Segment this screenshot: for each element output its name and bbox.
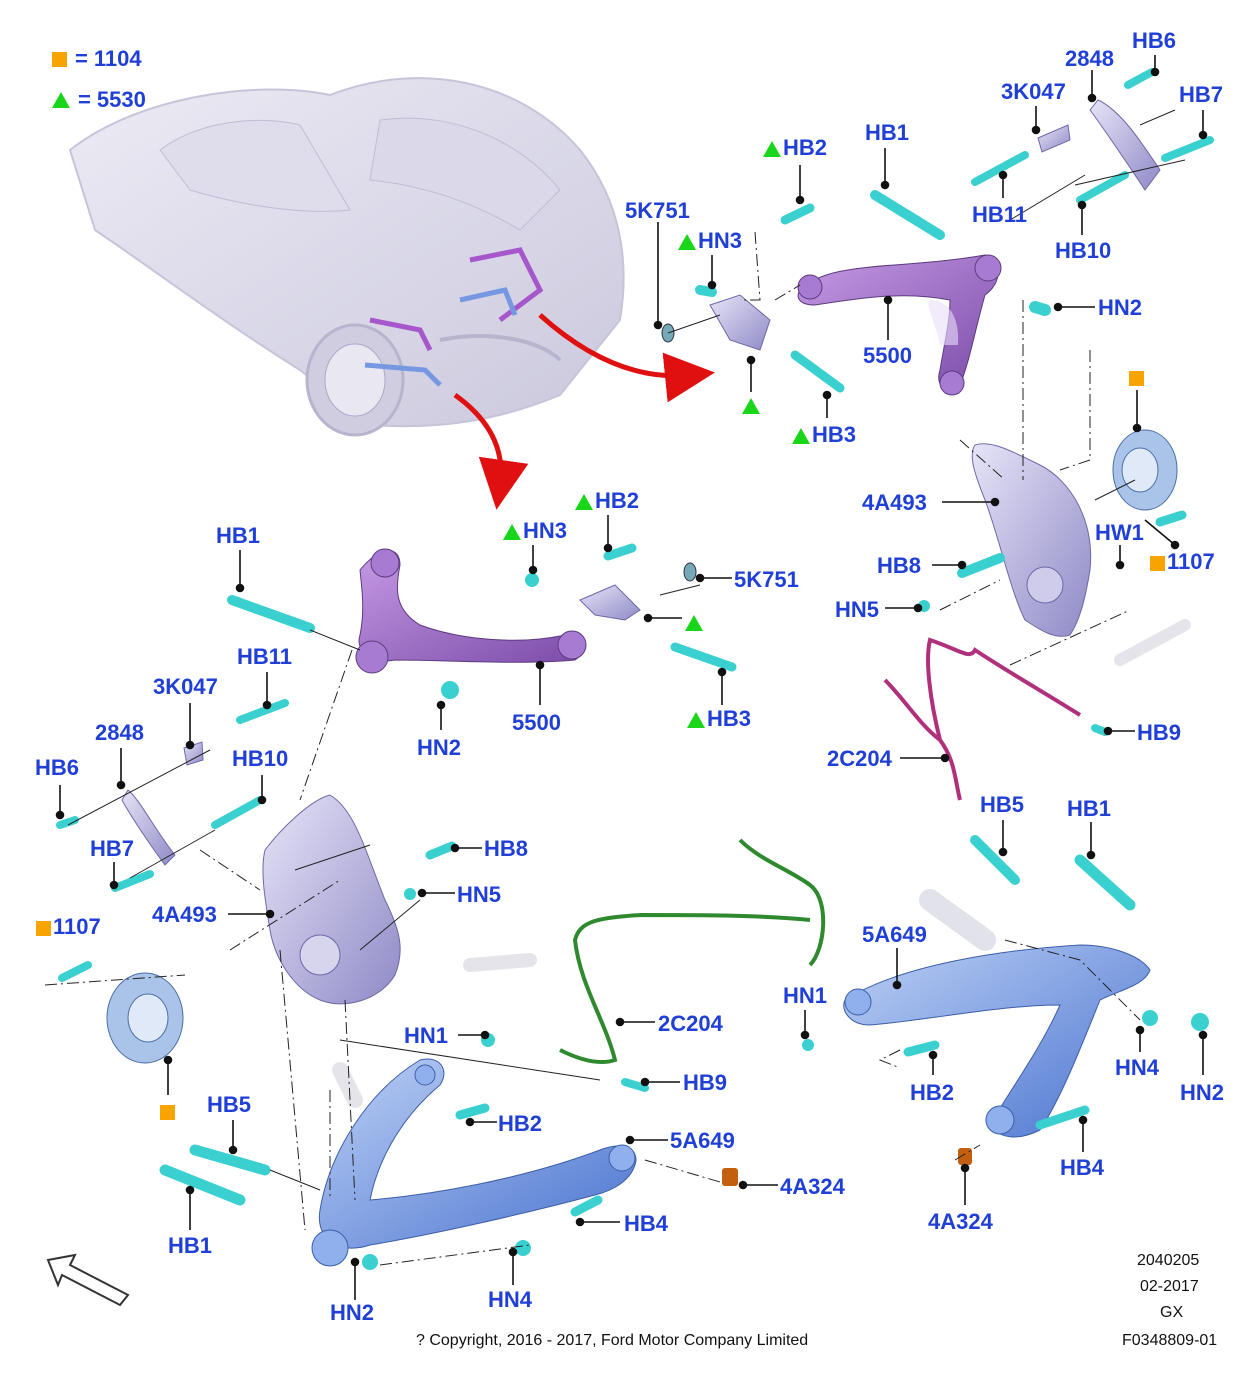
callout-hb2-upper-right: HB2 (763, 137, 827, 159)
callout-5a649-left: 5A649 (670, 1128, 735, 1153)
hub-right (1112, 429, 1178, 511)
knuckle-left (262, 794, 401, 1005)
green-triangle-icon (503, 524, 521, 540)
callout-hn4-lower-right: HN4 (1115, 1055, 1160, 1080)
callout-5k751-left-upper: 5K751 (734, 567, 799, 592)
callout-hb10-upper-right: HB10 (1055, 238, 1112, 263)
callout-hb2-left: HB2 (498, 1111, 543, 1136)
callout-hb3-left-upper: HB3 (687, 708, 751, 730)
callout-hb2-left-upper: HB2 (575, 490, 639, 512)
callout-hb9-right: HB9 (1137, 720, 1182, 745)
legend-equals: = (78, 87, 91, 112)
callout-hb10-left-upper: HB10 (232, 746, 289, 771)
callout-hb1-left-upper: HB1 (216, 523, 261, 548)
green-triangle-marker (742, 394, 762, 416)
upper-arm-left (355, 548, 587, 674)
green-triangle-icon (685, 615, 703, 631)
callout-hn3-left-upper: HN3 (503, 520, 567, 542)
bracket-upper-right (661, 294, 771, 351)
callout-hn3-upper-right: HN3 (678, 230, 742, 252)
orange-square-marker-left (160, 1100, 177, 1122)
green-triangle-marker-left (685, 611, 705, 633)
green-triangle-icon (792, 428, 810, 444)
legend-triangle-row: = 5530 (52, 87, 146, 113)
callout-hn4-left: HN4 (488, 1287, 533, 1312)
car-illustration (68, 77, 625, 437)
callout-hb1-lower-right: HB1 (1067, 796, 1112, 821)
figure-code: 2040205 (1137, 1252, 1200, 1269)
callout-5k751-upper-right: 5K751 (625, 198, 690, 223)
callout-1107-right: 1107 (1150, 551, 1215, 573)
callout-hb2-lower-right: HB2 (910, 1080, 955, 1105)
figure-date: 02-2017 (1140, 1278, 1199, 1295)
callout-hb4-left: HB4 (624, 1211, 669, 1236)
callout-4a324-left: 4A324 (780, 1174, 845, 1199)
callout-hb6-left-upper: HB6 (35, 755, 80, 780)
callout-hn2-left-upper: HN2 (417, 735, 462, 760)
callout-hn5-right: HN5 (835, 597, 880, 622)
lower-arm-right (843, 889, 1151, 1138)
callout-hn1-left: HN1 (404, 1023, 449, 1048)
callout-2848-upper-right: 2848 (1065, 46, 1114, 71)
callout-hb5-lower-right: HB5 (980, 792, 1025, 817)
figure-reference: F0348809-01 (1122, 1332, 1218, 1349)
callout-hw1-right: HW1 (1095, 520, 1144, 545)
callout-hn2-left: HN2 (330, 1300, 375, 1325)
callout-2c204-left: 2C204 (658, 1011, 723, 1036)
legend-square-value: 1104 (93, 46, 142, 71)
figure-gx: GX (1160, 1304, 1184, 1321)
callout-5500-upper-right: 5500 (863, 343, 912, 368)
callout-hb8-right: HB8 (877, 553, 922, 578)
legend-equals: = (75, 46, 88, 71)
callout-hb6-upper-right: HB6 (1132, 28, 1177, 53)
legend-triangle-value: 5530 (96, 87, 146, 112)
callout-3k047-upper-right: 3K047 (1001, 79, 1066, 104)
callout-hb5-left: HB5 (207, 1092, 252, 1117)
callout-2c204-right: 2C204 (827, 746, 892, 771)
callout-hb11-upper-right: HB11 (972, 202, 1028, 227)
green-triangle-icon (763, 141, 781, 157)
orange-square-icon (1129, 371, 1144, 386)
orange-square-icon (1150, 556, 1165, 571)
callout-5500-left-upper: 5500 (512, 710, 561, 735)
copyright-notice: ? Copyright, 2016 - 2017, Ford Motor Com… (416, 1332, 809, 1349)
callout-4a493-left: 4A493 (152, 902, 217, 927)
legend-square-row: = 1104 (52, 46, 142, 72)
callout-hb1-upper-right: HB1 (865, 120, 910, 145)
orange-square-icon (52, 51, 67, 67)
green-triangle-icon (678, 234, 696, 250)
callout-2848-left-upper: 2848 (95, 720, 144, 745)
callout-hn2-upper-right: HN2 (1098, 295, 1143, 320)
callout-1107-left: 1107 (36, 916, 101, 938)
hub-left (106, 972, 184, 1064)
callout-hb11-left-upper: HB11 (237, 644, 293, 669)
callout-hb4-lower-right: HB4 (1060, 1155, 1105, 1180)
callout-hn1-lower-right: HN1 (783, 983, 828, 1008)
orange-square-marker (1129, 366, 1146, 388)
callout-hn5-left: HN5 (457, 882, 502, 907)
bolts-upper-right (695, 68, 1214, 393)
orange-square-icon (160, 1105, 175, 1120)
callout-4a324-lower-right: 4A324 (928, 1209, 993, 1234)
green-triangle-icon (52, 92, 70, 108)
upper-arm-right (797, 254, 1002, 396)
green-triangle-icon (575, 494, 593, 510)
callout-hb7-upper-right: HB7 (1179, 82, 1224, 107)
callout-hb3-upper-right: HB3 (792, 424, 856, 446)
callout-hb9-left: HB9 (683, 1070, 728, 1095)
callout-3k047-left-upper: 3K047 (153, 674, 218, 699)
callout-hb8-left: HB8 (484, 836, 529, 861)
callout-hb1-left: HB1 (168, 1233, 213, 1258)
orange-square-icon (36, 921, 51, 936)
callout-hb7-left-upper: HB7 (90, 836, 135, 861)
callout-4a493-right: 4A493 (862, 490, 927, 515)
callout-hn2-lower-right: HN2 (1180, 1080, 1225, 1105)
knuckle-right (971, 443, 1092, 637)
green-triangle-icon (687, 712, 705, 728)
lower-arm-left (311, 1058, 637, 1267)
callout-5a649-lower-right: 5A649 (862, 922, 927, 947)
green-triangle-icon (742, 398, 760, 414)
